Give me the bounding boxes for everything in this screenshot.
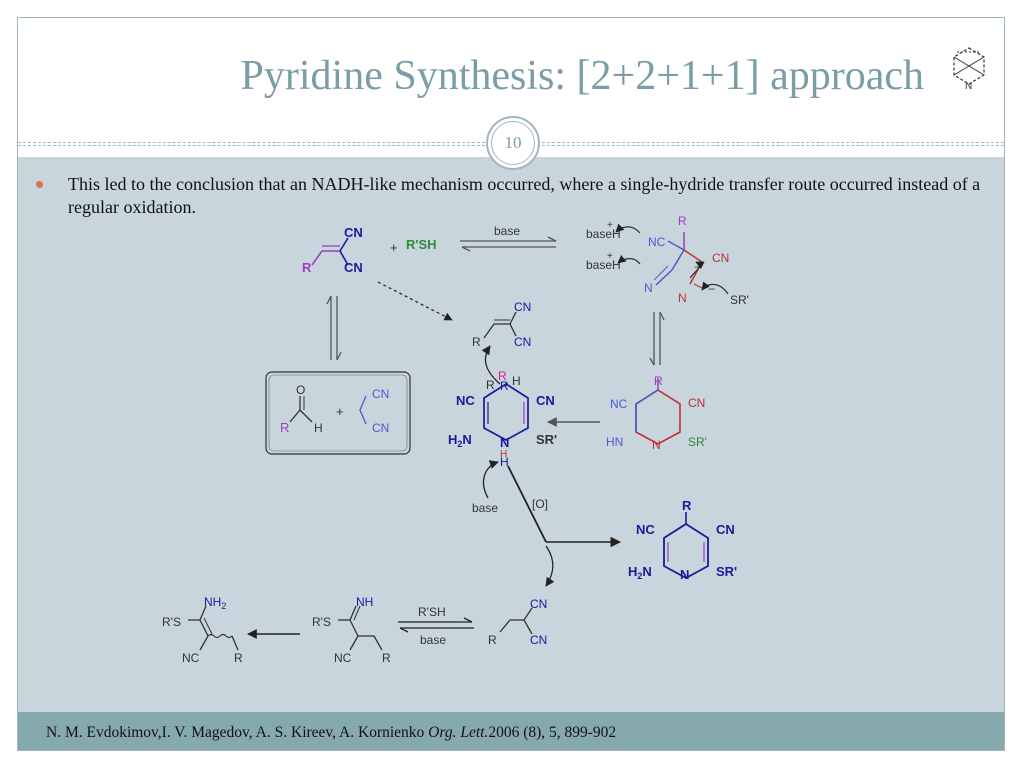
base-deprotonation: base — [472, 460, 499, 515]
r-label: R — [488, 633, 497, 647]
plus-charge: + — [607, 220, 613, 231]
r-label: R — [678, 214, 687, 228]
dihydropyridine-center: R R R H NC CN H2N N H H SR' — [448, 369, 557, 469]
rs-label: R'S — [312, 615, 331, 629]
oxidation-label: [O] — [532, 497, 548, 511]
thiol-label: R'SH — [406, 237, 437, 252]
equilibrium-arrow-bottom: R'SH base — [398, 605, 474, 647]
cn-label: CN — [712, 251, 729, 265]
base-label: base — [472, 501, 498, 515]
n-label: N — [652, 438, 661, 452]
baseh-label: baseH — [586, 227, 621, 241]
baseh-label: baseH — [586, 258, 621, 272]
r-label: R — [472, 335, 481, 349]
nh-label: NH — [356, 595, 373, 609]
cn-label: CN — [372, 421, 389, 435]
cn-label: CN — [530, 633, 547, 647]
dihydropyridine-right: R NC CN HN N SR' — [606, 374, 707, 452]
citation-journal: Org. Lett. — [428, 724, 489, 741]
nc-label: NC — [456, 393, 475, 408]
n-label: N — [680, 567, 689, 582]
bullet-dot — [36, 181, 43, 188]
footer-bar — [18, 712, 1004, 750]
oxidation-path: [O] — [507, 465, 622, 587]
cn-label: CN — [530, 597, 547, 611]
alkylidene-malononitrile-middle: CN CN R — [472, 300, 531, 385]
ketene-aminal: R'S NH2 NC R — [162, 595, 243, 665]
alkylmalononitrile: CN CN R — [488, 597, 547, 647]
cn-label: CN — [372, 387, 389, 401]
r-label: R — [682, 498, 692, 513]
bullet-text: This led to the conclusion that an NADH-… — [68, 174, 981, 217]
page-number: 10 — [491, 121, 535, 165]
sr-label: SR' — [688, 435, 707, 449]
dashed-arrow — [377, 281, 453, 321]
amine-label: NH2 — [204, 595, 226, 611]
rs-label: R'S — [162, 615, 181, 629]
r-label: R — [302, 260, 312, 275]
sr-label: SR' — [536, 432, 557, 447]
nc-label: NC — [636, 522, 655, 537]
r-label: R — [654, 374, 663, 388]
n-label: N — [678, 291, 687, 305]
thiol-label: R'SH — [418, 605, 446, 619]
r-label: R — [280, 420, 289, 435]
starting-materials-box: O R H + CN CN — [265, 371, 411, 455]
minus-charge: − — [708, 282, 715, 296]
nc-label: NC — [610, 397, 628, 411]
nc-label: NC — [648, 235, 666, 249]
sr-label: SR' — [716, 564, 737, 579]
r-label: R — [500, 379, 509, 393]
h-label: H — [500, 449, 507, 460]
citation-authors: N. M. Evdokimov,I. V. Magedov, A. S. Kir… — [46, 724, 429, 741]
cn-label: CN — [536, 393, 555, 408]
o-label: O — [296, 383, 305, 397]
r-label: R — [498, 369, 507, 383]
equilibrium-arrow-left — [326, 295, 342, 361]
amine-label: H2N — [448, 432, 472, 449]
cn-label: CN — [688, 396, 705, 410]
n-label: N — [644, 281, 653, 295]
pyridine-product: R NC CN H2N N SR' — [628, 498, 737, 582]
base-label: base — [420, 633, 446, 647]
pyridine-logo-icon: N — [953, 47, 985, 92]
slide-title: Pyridine Synthesis: [2+2+1+1] approach — [240, 53, 924, 99]
h-label: H — [512, 374, 521, 388]
amine-label: H2N — [628, 564, 652, 581]
sr-label: SR' — [730, 293, 749, 307]
plus-sign: + — [336, 404, 344, 419]
r-label: R — [382, 651, 391, 665]
h-label: H — [314, 421, 323, 435]
equilibrium-arrow-right — [649, 311, 665, 366]
nc-label: NC — [334, 651, 352, 665]
cn-label: CN — [514, 300, 531, 314]
citation-details: 2006 (8), 5, 899-902 — [488, 724, 617, 741]
n-label: N — [500, 435, 509, 450]
alkylidene-malononitrile-top: R CN CN — [302, 225, 363, 275]
cn-label: CN — [514, 335, 531, 349]
cn-label: CN — [344, 225, 363, 240]
logo-n-label: N — [965, 81, 972, 92]
plus-charge: + — [607, 251, 613, 262]
equilibrium-arrow-top: base — [460, 224, 557, 252]
h-label: H — [500, 455, 509, 469]
r-label: R — [234, 651, 243, 665]
r-label: R — [486, 378, 495, 392]
base-label: base — [494, 224, 520, 238]
nc-label: NC — [182, 651, 200, 665]
cn-label: CN — [344, 260, 363, 275]
anionic-intermediate: baseH + baseH + NC R N CN N − − SR' — [586, 214, 749, 307]
citation: N. M. Evdokimov,I. V. Magedov, A. S. Kir… — [46, 724, 616, 742]
cn-label: CN — [716, 522, 735, 537]
thioimidate: R'S NH NC R — [312, 595, 391, 665]
imine-label: HN — [606, 435, 623, 449]
plus-sign: + — [390, 240, 398, 255]
